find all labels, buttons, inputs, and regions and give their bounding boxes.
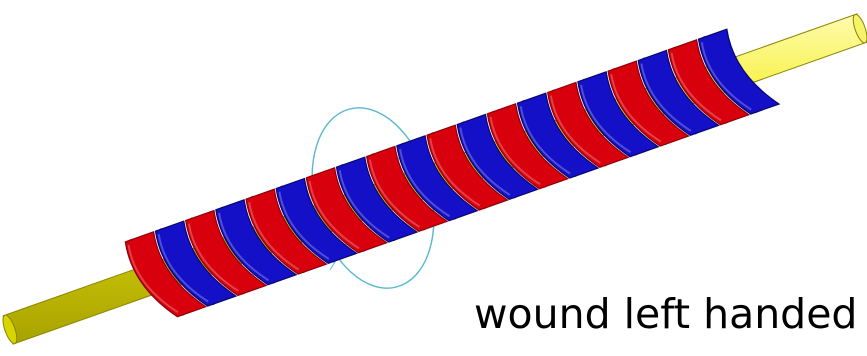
caption-label: wound left handed bbox=[474, 294, 857, 335]
helical-coil-front bbox=[125, 29, 779, 317]
